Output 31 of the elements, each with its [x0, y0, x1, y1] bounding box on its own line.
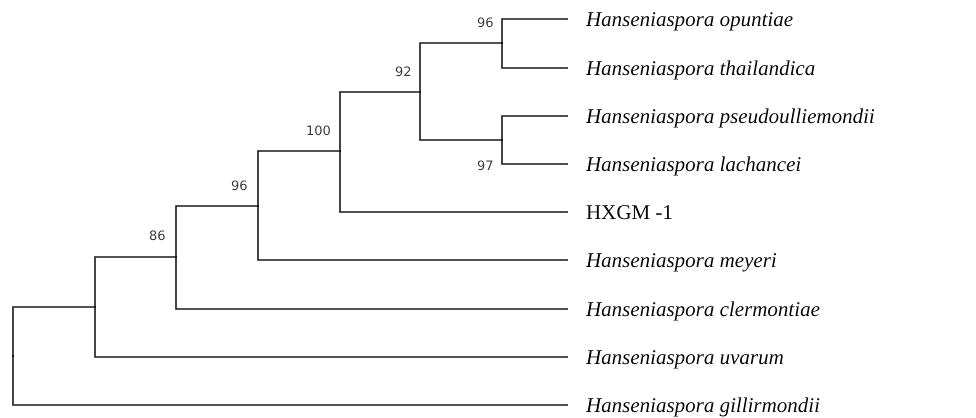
tree-branch [501, 115, 568, 140]
bootstrap-value: 96 [231, 179, 248, 195]
taxon-label: Hanseniaspora uvarum [586, 344, 784, 370]
taxon-label: Hanseniaspora opuntiae [586, 6, 794, 32]
bootstrap-value: 100 [306, 124, 331, 140]
tree-branch [419, 92, 501, 141]
tree-branch [12, 356, 568, 406]
tree-branch [175, 205, 257, 257]
tree-branch [501, 18, 568, 43]
taxon-label: Hanseniaspora clermontiae [586, 296, 820, 322]
taxon-label: Hanseniaspora meyeri [586, 247, 777, 273]
bootstrap-value: 97 [477, 159, 494, 175]
bootstrap-value: 86 [149, 229, 166, 245]
tree-branch [257, 206, 568, 261]
tree-branch [339, 151, 568, 213]
taxon-label: Hanseniaspora thailandica [586, 55, 816, 81]
taxon-label: Hanseniaspora gillirmondii [586, 392, 820, 418]
tree-branch [501, 140, 568, 165]
tree-branch [501, 43, 568, 69]
tree-branch [175, 257, 568, 310]
tree-branch [419, 42, 501, 92]
bootstrap-value: 92 [395, 65, 412, 81]
tree-branch [12, 306, 94, 356]
taxon-label: HXGM -1 [586, 199, 673, 225]
tree-branch [257, 150, 339, 206]
bootstrap-value: 96 [477, 16, 494, 32]
tree-branch [94, 256, 175, 307]
tree-branch [339, 91, 419, 151]
taxon-label: Hanseniaspora pseudoulliemondii [586, 103, 875, 129]
taxon-label: Hanseniaspora lachancei [586, 151, 802, 177]
tree-branch [94, 307, 568, 358]
